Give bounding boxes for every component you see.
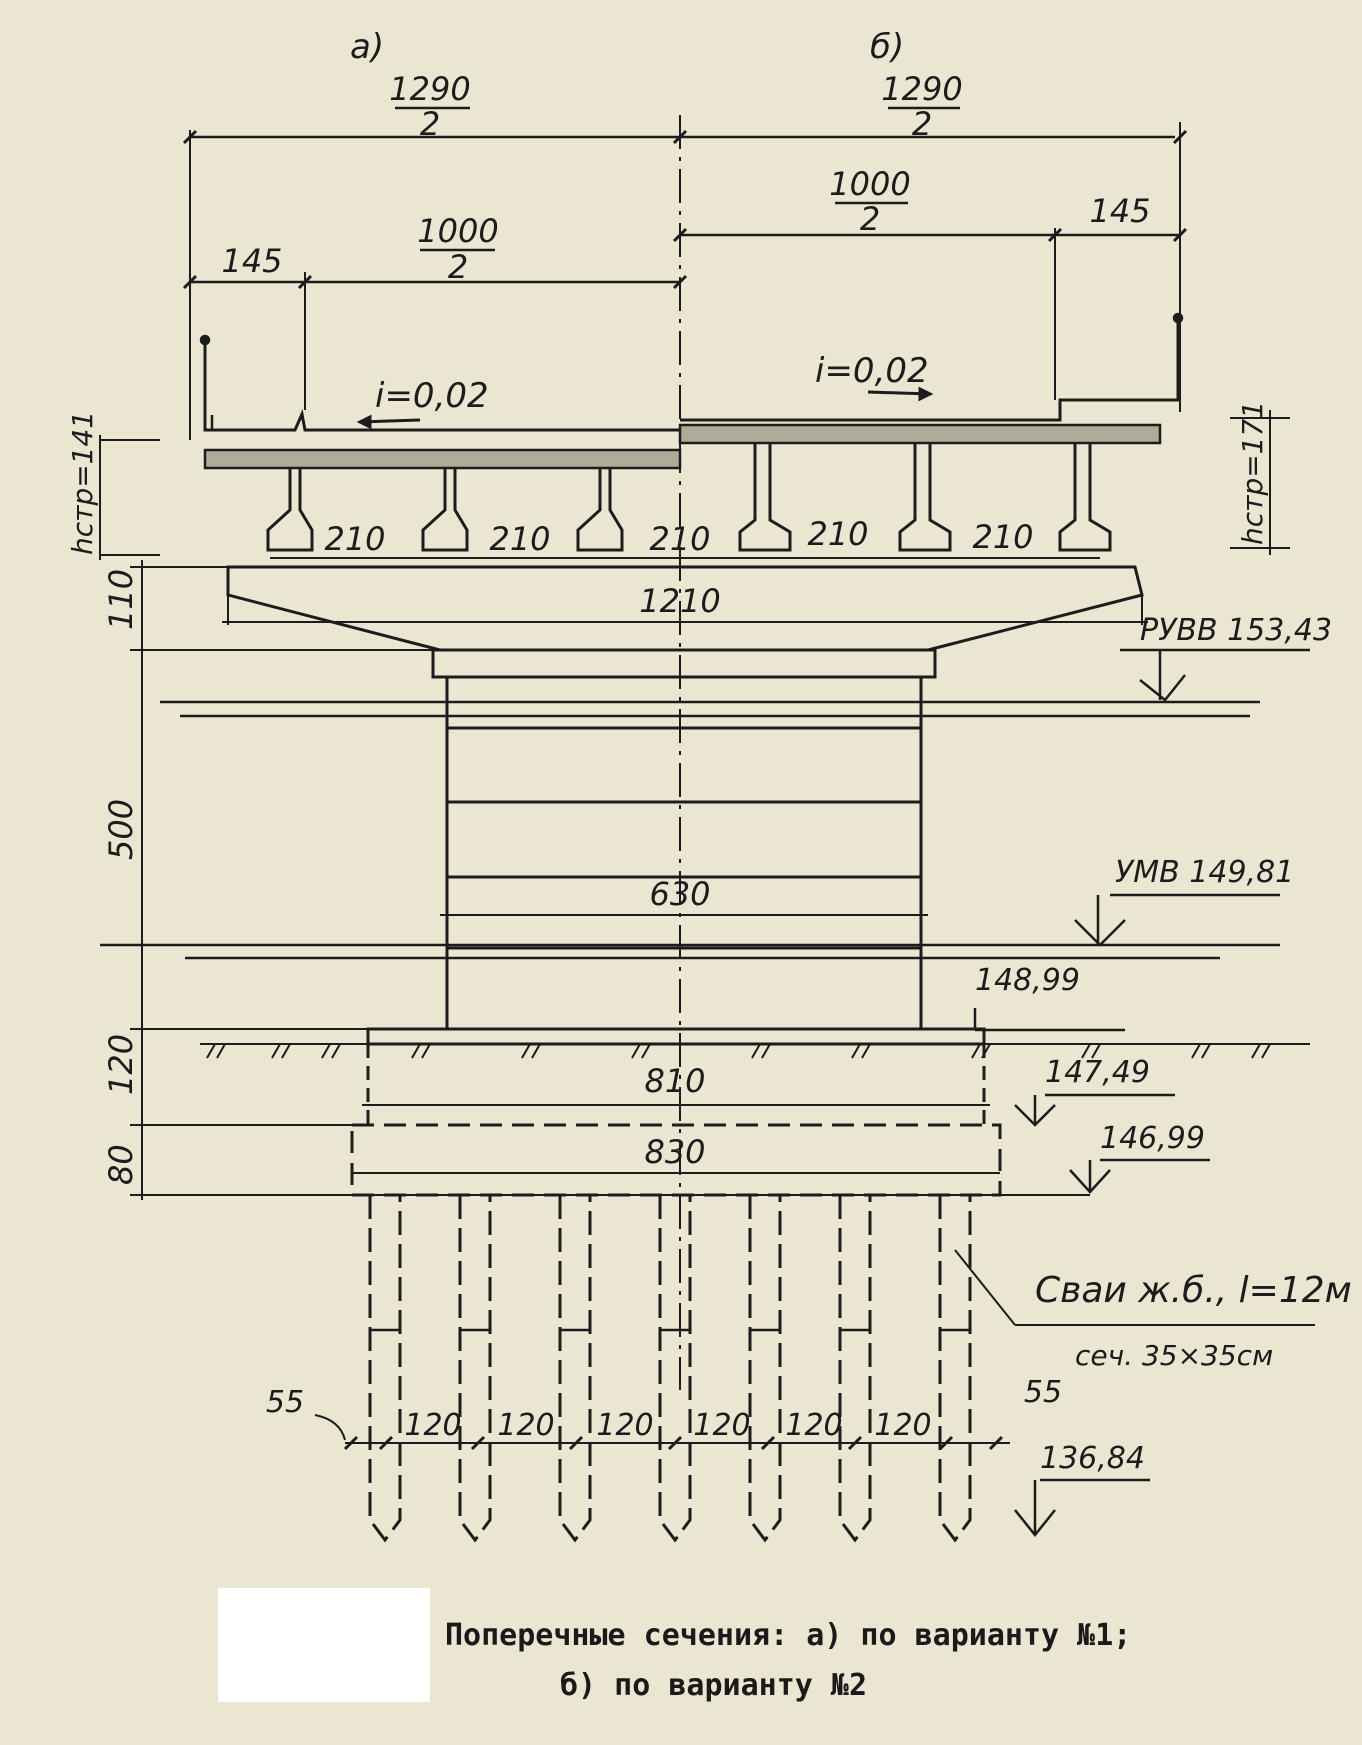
pile-spacing-5: 120 xyxy=(785,1408,842,1443)
redaction-block xyxy=(218,1588,430,1702)
structure-height-b: hстр=171 xyxy=(1236,401,1269,545)
beams-a xyxy=(266,468,624,552)
piles-note-line2: сеч. 35×35см xyxy=(1075,1339,1273,1372)
pile-grillage xyxy=(350,1123,1002,1197)
footing-top xyxy=(366,1027,986,1046)
grillage-height: 80 xyxy=(102,1144,140,1185)
sidewalk-dim-b: 145 xyxy=(1089,192,1150,230)
structure-height-a: hстр=141 xyxy=(66,411,99,555)
roadway-numerator-b: 1000 xyxy=(829,165,910,203)
sidewalk-b xyxy=(680,318,1180,422)
pile-spacing-4: 120 xyxy=(693,1408,750,1443)
grillage-width: 830 xyxy=(644,1133,705,1171)
roadway-numerator-a: 1000 xyxy=(417,212,498,250)
level-markers xyxy=(973,648,1310,1538)
footing-width: 810 xyxy=(644,1062,705,1100)
railing-post-a xyxy=(199,334,211,346)
pile-spacing-3: 120 xyxy=(596,1408,653,1443)
piles-note-line1: Сваи ж.б., l=12м xyxy=(1035,1270,1352,1311)
beams-b xyxy=(738,443,1112,552)
caption-line2: б) по варианту №2 xyxy=(560,1668,868,1703)
half-width-numerator-b: 1290 xyxy=(881,70,962,108)
roadway-denominator-b: 2 xyxy=(860,200,880,238)
beam-spacing-5: 210 xyxy=(972,518,1033,556)
deck-slab-a xyxy=(203,448,682,470)
beam-spacing-3: 210 xyxy=(649,520,710,558)
deck-slab-b xyxy=(678,423,1162,445)
level-147: 147,49 xyxy=(1045,1055,1150,1090)
variant-b-label: б) xyxy=(870,27,904,67)
variant-a-label: а) xyxy=(350,27,384,67)
sidewalk-dim-a: 145 xyxy=(221,242,282,280)
slope-a: i=0,02 xyxy=(375,376,489,416)
pile-spacing-6: 120 xyxy=(874,1408,931,1443)
pile-edge-right: 55 xyxy=(1024,1375,1062,1410)
slope-b: i=0,02 xyxy=(815,351,929,391)
column-height: 500 xyxy=(102,799,140,860)
pile-edge-left: 55 xyxy=(266,1385,304,1420)
roadway-denominator-a: 2 xyxy=(448,248,468,286)
beam-spacing-2: 210 xyxy=(489,520,550,558)
sidewalk-a xyxy=(203,340,680,432)
level-umv: УМВ 149,81 xyxy=(1115,855,1294,890)
water-level-lines xyxy=(100,700,1280,960)
cap-width: 1210 xyxy=(639,582,720,620)
pile-spacing-2: 120 xyxy=(497,1408,554,1443)
pier-column xyxy=(445,675,923,1031)
beam-spacing-4: 210 xyxy=(807,515,868,553)
caption-line1: Поперечные сечения: а) по варианту №1; xyxy=(445,1618,1132,1653)
railing-post-b xyxy=(1172,312,1184,324)
half-width-denominator-a: 2 xyxy=(420,105,440,143)
footing-height: 120 xyxy=(102,1034,140,1095)
pile-spacing-1: 120 xyxy=(404,1408,461,1443)
ground-hatch xyxy=(200,1043,1310,1059)
level-146: 146,99 xyxy=(1100,1121,1205,1156)
column-width: 630 xyxy=(649,875,710,913)
level-148: 148,99 xyxy=(975,963,1080,998)
piles xyxy=(368,1195,972,1543)
half-width-numerator-a: 1290 xyxy=(389,70,470,108)
cap-height: 110 xyxy=(102,569,140,630)
level-136: 136,84 xyxy=(1040,1441,1145,1476)
level-ruvv: РУВВ 153,43 xyxy=(1140,613,1332,648)
beam-spacing-1: 210 xyxy=(324,520,385,558)
cap-pedestal xyxy=(431,648,937,679)
half-width-denominator-b: 2 xyxy=(912,105,932,143)
